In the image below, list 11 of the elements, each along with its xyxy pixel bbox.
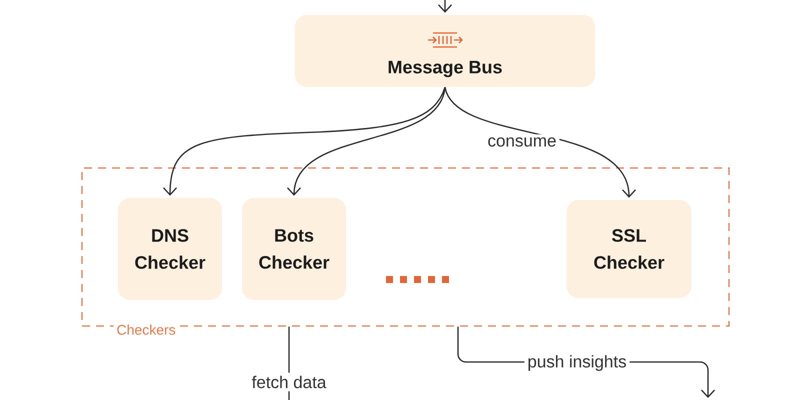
arrow <box>287 87 446 196</box>
message-bus-box: Message Bus <box>295 15 595 87</box>
edge-label: fetch data <box>248 372 330 392</box>
checker-box: Bots Checker <box>242 198 346 300</box>
checker-box: DNS Checker <box>118 198 222 300</box>
arrow <box>444 86 636 198</box>
arrow <box>163 86 446 196</box>
edge-label: consume <box>484 134 560 150</box>
node-label: Checkers <box>117 324 176 335</box>
edge-label: push insights <box>524 352 630 374</box>
checker-box: SSL Checker <box>566 200 692 298</box>
